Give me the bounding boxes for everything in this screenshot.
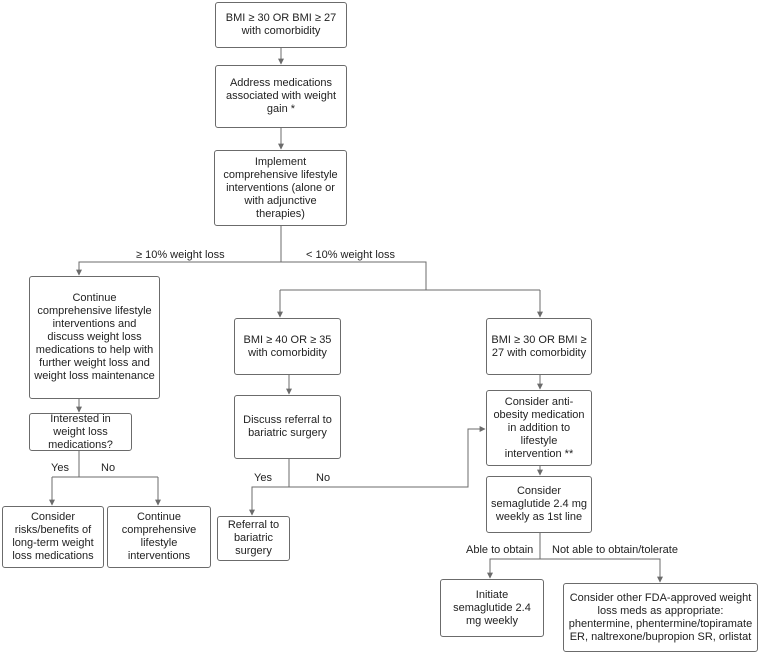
label-no-middle: No: [316, 472, 331, 484]
node-bmi-start: BMI ≥ 30 OR BMI ≥ 27 with comorbidity: [215, 2, 347, 48]
arrow-yes-to-n10: [249, 486, 289, 516]
node-consider-risks-text: Consider risks/benefits of long-term wei…: [12, 511, 94, 562]
arrow-notable: [540, 558, 663, 583]
node-discuss-referral: Discuss referral to bariatric surgery: [234, 395, 341, 459]
node-continue-discuss: Continue comprehensive lifestyle interve…: [29, 276, 160, 399]
node-bmi-30-right: BMI ≥ 30 OR BMI ≥ 27 with comorbidity: [486, 318, 592, 375]
node-consider-anti-obesity: Consider anti-obesity medication in addi…: [486, 390, 592, 466]
node-referral-surgery: Referral to bariatric surgery: [217, 516, 290, 561]
node-consider-anti-obesity-text: Consider anti-obesity medication in addi…: [493, 395, 585, 460]
node-continue-lifestyle-text: Continue comprehensive lifestyle interve…: [121, 511, 197, 562]
node-address-medications-text: Address medications associated with weig…: [225, 77, 337, 115]
node-referral-surgery-text: Referral to bariatric surgery: [227, 519, 280, 557]
node-consider-risks: Consider risks/benefits of long-term wei…: [2, 506, 104, 568]
node-interested-question: Interested in weight loss medications?: [29, 413, 132, 451]
node-bmi-40-text: BMI ≥ 40 OR ≥ 35 with comorbidity: [243, 333, 332, 359]
label-lt10-weight-loss: < 10% weight loss: [306, 249, 395, 261]
node-consider-semaglutide-text: Consider semaglutide 2.4 mg weekly as 1s…: [491, 485, 587, 523]
node-initiate-semaglutide-text: Initiate semaglutide 2.4 mg weekly: [453, 588, 531, 627]
node-initiate-semaglutide: Initiate semaglutide 2.4 mg weekly: [440, 579, 544, 637]
node-address-medications: Address medications associated with weig…: [215, 65, 347, 128]
node-bmi-start-text: BMI ≥ 30 OR BMI ≥ 27 with comorbidity: [225, 12, 337, 37]
node-other-fda-meds: Consider other FDA-approved weight loss …: [563, 583, 758, 652]
node-continue-discuss-text: Continue comprehensive lifestyle interve…: [34, 292, 155, 382]
arrow-no-to-n12: [289, 426, 486, 488]
label-no-left: No: [101, 462, 116, 474]
node-interested-question-text: Interested in weight loss medications?: [48, 412, 113, 451]
node-bmi-40: BMI ≥ 40 OR ≥ 35 with comorbidity: [234, 318, 341, 375]
label-yes-left: Yes: [51, 462, 69, 474]
label-yes-middle: Yes: [254, 472, 272, 484]
node-discuss-referral-text: Discuss referral to bariatric surgery: [243, 414, 332, 439]
node-implement-lifestyle: Implement comprehensive lifestyle interv…: [214, 150, 347, 226]
label-not-able-to-obtain: Not able to obtain/tolerate: [552, 544, 678, 556]
label-able-to-obtain: Able to obtain: [466, 544, 534, 556]
node-continue-lifestyle: Continue comprehensive lifestyle interve…: [107, 506, 211, 568]
node-consider-semaglutide: Consider semaglutide 2.4 mg weekly as 1s…: [486, 476, 592, 533]
arrow-lt10: [281, 261, 427, 290]
node-implement-lifestyle-text: Implement comprehensive lifestyle interv…: [223, 155, 338, 220]
label-ge10-weight-loss: ≥ 10% weight loss: [136, 249, 225, 261]
node-other-fda-meds-text: Consider other FDA-approved weight loss …: [568, 591, 753, 643]
node-bmi-30-right-text: BMI ≥ 30 OR BMI ≥ 27 with comorbidity: [491, 333, 587, 359]
arrow-able: [487, 558, 540, 579]
arrow-ge10: [76, 261, 281, 276]
